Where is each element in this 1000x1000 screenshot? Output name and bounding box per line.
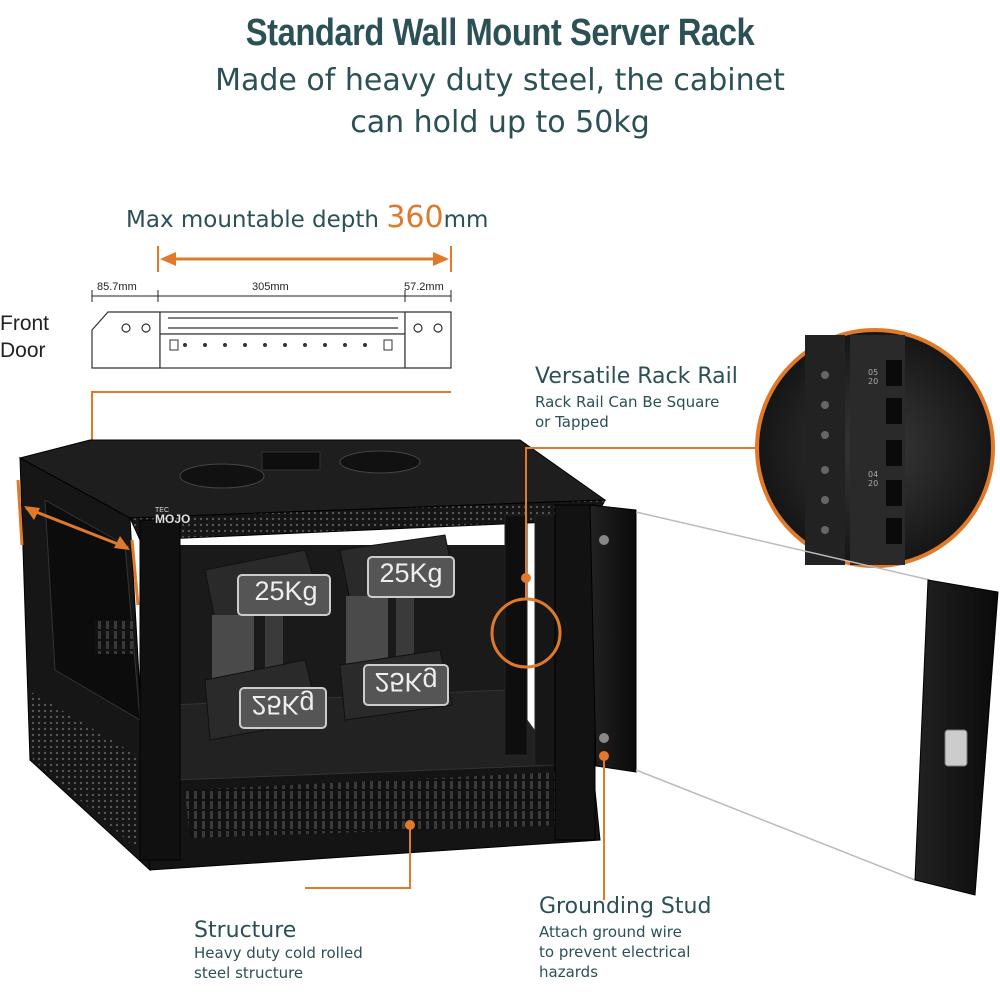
brand-big: MOJO (155, 512, 191, 526)
weight-label-1: 25Kg (254, 576, 318, 606)
callout-structure: Structure Heavy duty cold rolled steel s… (194, 918, 363, 983)
depth-arrow (157, 246, 452, 272)
front-door-line1: Front (0, 312, 50, 335)
dim-right: 57.2mm (404, 281, 444, 293)
callout-rack-rail: Versatile Rack Rail Rack Rail Can Be Squ… (535, 364, 738, 432)
weight-label-2: 25Kg (379, 558, 443, 588)
weight-label-4: 25Kg (374, 667, 438, 697)
schematic-holes (169, 339, 393, 351)
rack-rail-desc-1: Rack Rail Can Be Square (535, 393, 720, 411)
depth-value: 360 (386, 200, 444, 235)
grounding-title: Grounding Stud (539, 894, 712, 919)
brand-logo: TEC MOJO (155, 506, 191, 526)
grounding-desc-1: Attach ground wire (539, 923, 682, 941)
rack-rail-desc-2: or Tapped (535, 413, 609, 431)
cabinet-door (589, 504, 999, 896)
weight-right (339, 534, 456, 721)
structure-desc-1: Heavy duty cold rolled (194, 944, 363, 962)
rail-marking-top: 05 20 (868, 368, 879, 386)
structure-title: Structure (194, 918, 297, 943)
subtitle-line-1: Made of heavy duty steel, the cabinet (215, 63, 785, 98)
page-title: Standard Wall Mount Server Rack (245, 12, 755, 54)
subtitle-line-2: can hold up to 50kg (350, 105, 650, 140)
dimension-lines (91, 290, 452, 302)
depth-unit: mm (443, 207, 489, 233)
depth-label: Max mountable depth 360mm (126, 200, 488, 235)
dim-middle: 305mm (252, 281, 289, 293)
grounding-desc-2: to prevent electrical (539, 943, 691, 961)
weight-label-3: 25Kg (251, 690, 315, 720)
callout-grounding-stud: Grounding Stud Attach ground wire to pre… (539, 894, 711, 982)
depth-prefix: Max mountable depth (126, 207, 387, 233)
rack-rail-zoom (755, 328, 995, 568)
front-door-label: Front Door (0, 310, 49, 364)
side-schematic (91, 311, 452, 369)
structure-desc-2: steel structure (194, 964, 304, 982)
front-door-line2: Door (0, 339, 46, 362)
rail-marking-bottom: 04 20 (868, 470, 879, 488)
weight-left (204, 549, 331, 741)
rack-rail-title: Versatile Rack Rail (535, 364, 738, 389)
dim-left: 85.7mm (97, 281, 137, 293)
brand-small: TEC (155, 507, 169, 514)
grounding-desc-3: hazards (539, 963, 599, 981)
cabinet-body (18, 439, 607, 872)
side-width-arrow (16, 479, 140, 606)
